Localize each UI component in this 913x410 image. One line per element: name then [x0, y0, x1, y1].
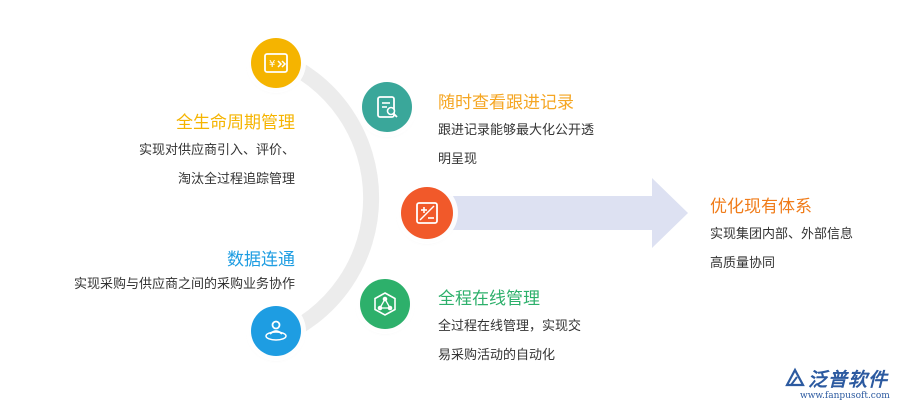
result-arrow	[448, 178, 688, 248]
svg-text:¥: ¥	[269, 59, 275, 70]
lifecycle-desc: 实现对供应商引入、评价、 淘汰全过程追踪管理	[139, 136, 295, 194]
tracking-desc-line: 明呈现	[438, 152, 478, 167]
data-desc: 实现采购与供应商之间的采购业务协作	[74, 270, 295, 299]
arc-connector	[267, 50, 380, 346]
online-desc-line: 易采购活动的自动化	[438, 348, 556, 363]
plus-minus-icon	[416, 202, 438, 224]
center-node	[401, 187, 453, 239]
network-hexagon-icon	[374, 292, 396, 316]
online-node	[360, 279, 410, 329]
brand-logo-icon	[785, 367, 805, 387]
document-search-icon	[377, 96, 398, 118]
yen-card-icon: ¥	[264, 53, 288, 73]
outcome-desc-line: 高质量协同	[710, 256, 776, 271]
outcome-title: 优化现有体系	[710, 197, 812, 217]
data-desc-line: 实现采购与供应商之间的采购业务协作	[73, 277, 295, 292]
outcome-desc: 实现集团内部、外部信息 高质量协同	[710, 220, 853, 278]
lifecycle-title: 全生命周期管理	[176, 113, 295, 133]
tracking-title: 随时查看跟进记录	[438, 93, 574, 113]
data-title: 数据连通	[227, 250, 295, 270]
lifecycle-desc-line: 淘汰全过程追踪管理	[177, 172, 295, 187]
tracking-desc-line: 跟进记录能够最大化公开透	[438, 123, 595, 138]
watermark: 泛普软件 www.fanpusoft.com	[782, 365, 907, 405]
online-title: 全程在线管理	[438, 289, 540, 309]
online-desc: 全过程在线管理，实现交 易采购活动的自动化	[438, 312, 581, 370]
lifecycle-node: ¥	[251, 38, 301, 88]
connected-person-icon	[265, 320, 287, 341]
online-desc-line: 全过程在线管理，实现交	[438, 319, 582, 334]
outcome-desc-line: 实现集团内部、外部信息	[710, 227, 854, 242]
tracking-node	[362, 82, 412, 132]
watermark-url: www.fanpusoft.com	[800, 391, 890, 401]
lifecycle-desc-line: 实现对供应商引入、评价、	[138, 143, 295, 158]
data-node	[251, 306, 301, 356]
watermark-brand: 泛普软件	[808, 369, 889, 391]
tracking-desc: 跟进记录能够最大化公开透 明呈现	[438, 116, 594, 174]
